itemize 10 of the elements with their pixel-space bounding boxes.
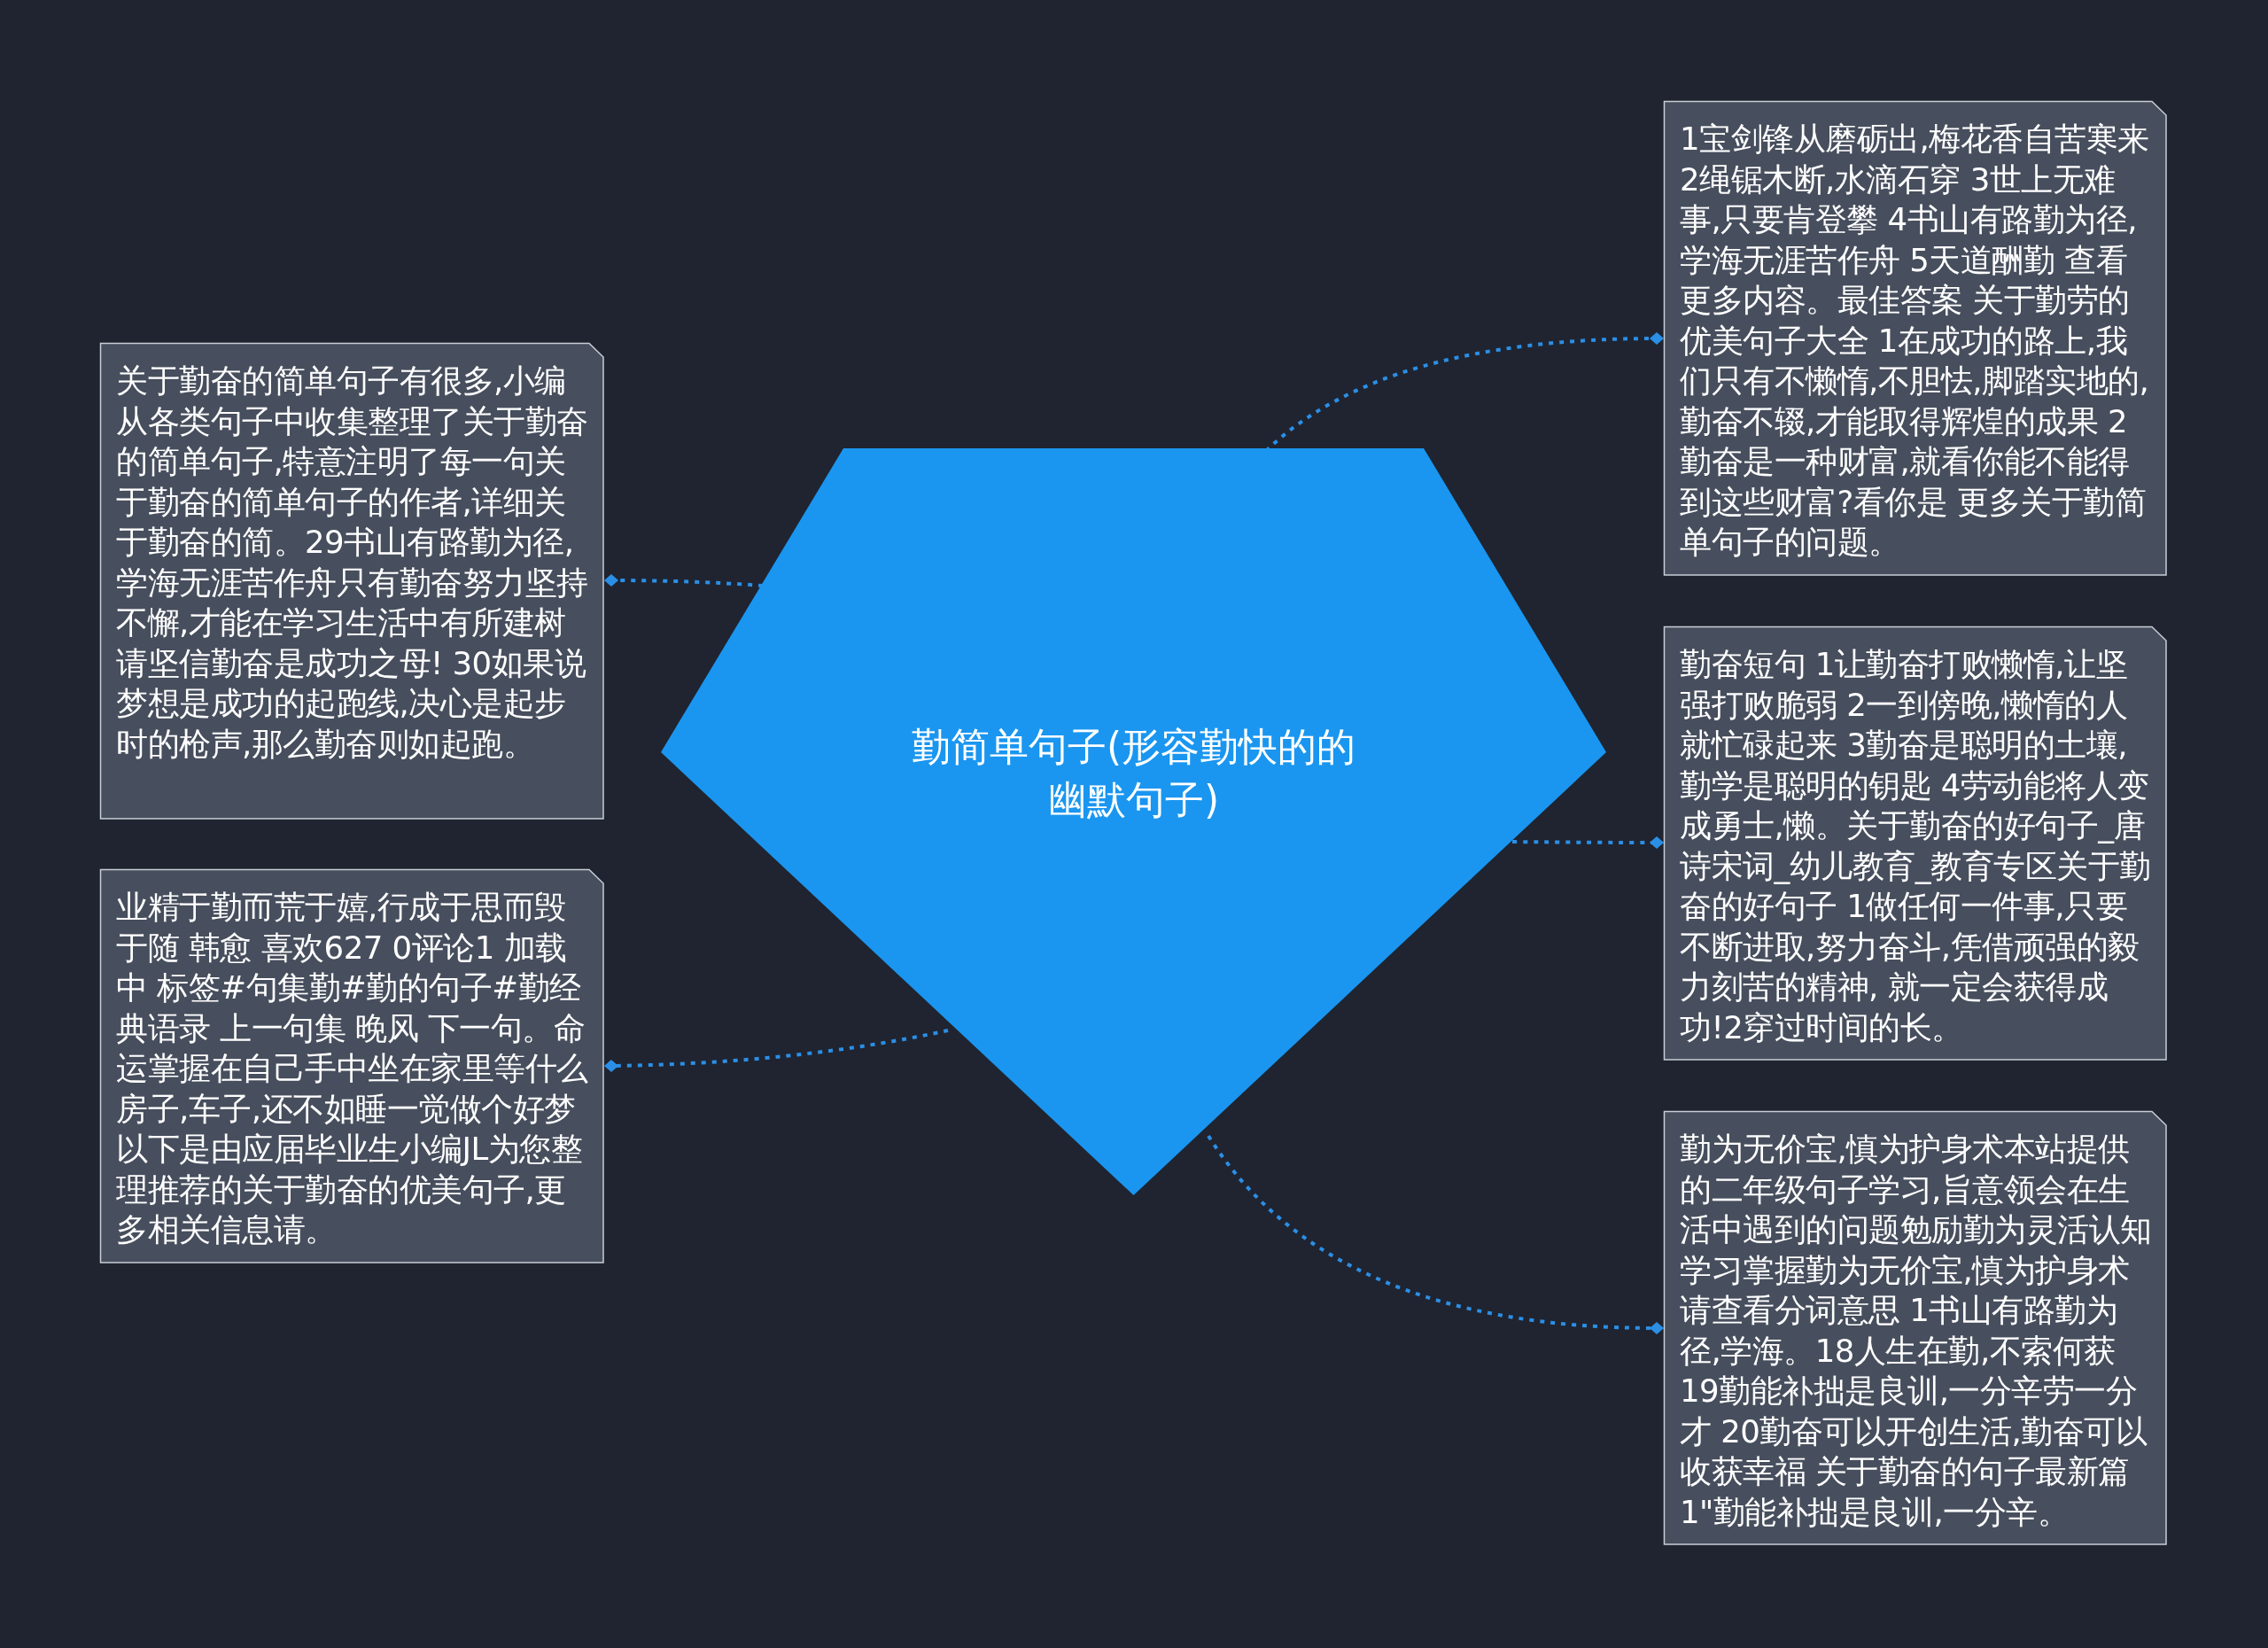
- note-box: 业精于勤而荒于嬉,行成于思而毁于随 韩愈 喜欢627 0评论1 加载中 标签#句集勤#勤的句子#勤经典语录 上一句集 晚风 下一句。命运掌握在自己手中坐在家里等什么房子,车子,还不如睡一觉做个好梦以下是由应届毕业生小编JL为您整理推荐的关于勤奋的优美句子,更多相关信息请。: [100, 869, 604, 1263]
- connector: [1207, 1134, 1664, 1334]
- connector: [604, 1029, 949, 1072]
- note-box: 1宝剑锋从磨砺出,梅花香自苦寒来 2绳锯木断,水滴石穿 3世上无难事,只要肯登攀 4书山有路勤为径,学海无涯苦作舟 5天道酬勤 查看更多内容。最佳答案 关于勤劳的优美句子大全 1在成功的路上,我们只有不懒惰,不胆怯,脚踏实地的,勤奋不辍,才能取得辉煌的成果 2勤奋是一种财富,就看你能不能得到这些财富?看你是 更多关于勤简单句子的问题。: [1664, 101, 2167, 576]
- pentagon-shape: 勤简单句子(形容勤快的的幽默句子): [661, 448, 1606, 1195]
- connector: [1511, 836, 1664, 849]
- note-box: 关于勤奋的简单句子有很多,小编从各类句子中收集整理了关于勤奋的简单句子,特意注明了每一句关于勤奋的简单句子的作者,详细关于勤奋的简。29书山有路勤为径,学海无涯苦作舟只有勤奋努力坚持不懈,才能在学习生活中有所建树请坚信勤奋是成功之母! 30如果说梦想是成功的起跑线,决心是起步时的枪声,那么勤奋则如起跑。: [100, 343, 604, 820]
- note-box: 勤为无价宝,慎为护身术本站提供的二年级句子学习,旨意领会在生活中遇到的问题勉励勤为灵活认知学习掌握勤为无价宝,慎为护身术请查看分词意思 1书山有路勤为径,学海。18人生在勤,不索何获 19勤能补拙是良训,一分辛劳一分才 20勤奋可以开创生活,勤奋可以收获幸福 关于勤奋的句子最新篇 1"勤能补拙是良训,一分辛。: [1664, 1111, 2167, 1545]
- connector: [604, 574, 764, 587]
- note-box: 勤奋短句 1让勤奋打败懒惰,让坚强打败脆弱 2一到傍晚,懒惰的人就忙碌起来 3勤奋是聪明的土壤,勤学是聪明的钥匙 4劳动能将人变成勇士,懒。关于勤奋的好句子_唐诗宋词_幼儿教育_教育专区关于勤奋的好句子 1做任何一件事,只要不断进取,努力奋斗,凭借顽强的毅力刻苦的精神, 就一定会获得成功!2穿过时间的长。: [1664, 626, 2167, 1061]
